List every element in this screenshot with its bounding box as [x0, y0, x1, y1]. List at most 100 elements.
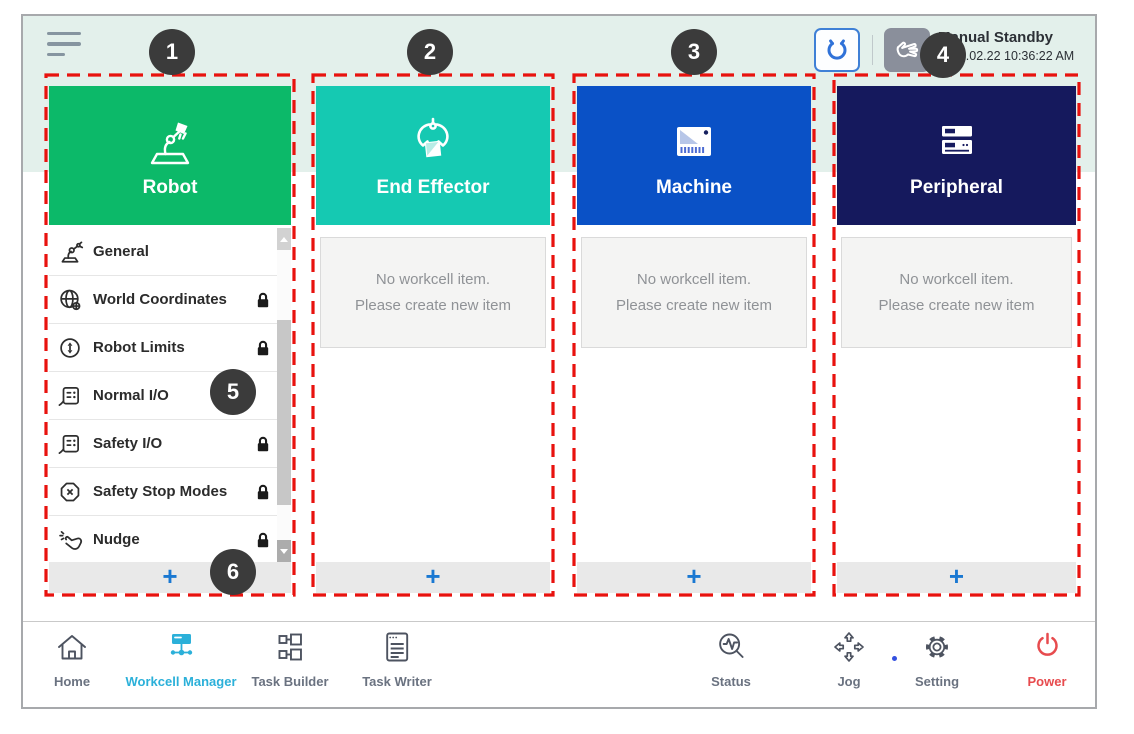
status-datetime: 2022.02.22 10:36:22 AM — [938, 49, 1075, 63]
nav-task-builder[interactable]: Task Builder — [251, 628, 329, 689]
blue-dot — [892, 656, 897, 661]
empty-state: No workcell item. Please create new item — [841, 237, 1072, 348]
annotation-badge-5: 5 — [210, 369, 256, 415]
power-icon — [1036, 632, 1058, 656]
nav-jog[interactable]: Jog — [830, 628, 868, 689]
list-item-label: Nudge — [93, 531, 140, 548]
workcell-manager-icon — [170, 634, 192, 656]
annotation-badge-4: 4 — [920, 32, 966, 78]
gripper-mode-button[interactable] — [814, 28, 860, 72]
robot-status: Manual Standby 2022.02.22 10:36:22 AM — [938, 29, 1108, 63]
annotation-badge-1: 1 — [149, 29, 195, 75]
nav-label: Jog — [837, 674, 861, 689]
world-coordinates-icon — [60, 289, 81, 310]
machine-category-header[interactable]: Machine — [577, 86, 811, 225]
empty-state: No workcell item. Please create new item — [320, 237, 546, 348]
annotation-badge-6: 6 — [210, 549, 256, 595]
app-window: Manual Standby 2022.02.22 10:36:22 AM Ro… — [21, 14, 1097, 709]
scroll-down-button[interactable] — [277, 540, 291, 562]
column-title: Peripheral — [910, 176, 1003, 198]
safety-io-icon — [58, 434, 79, 454]
nav-label: Task Builder — [251, 674, 329, 689]
empty-line2: Please create new item — [878, 296, 1035, 314]
nav-label: Setting — [914, 674, 960, 689]
list-item-label: World Coordinates — [93, 291, 227, 308]
list-item-general[interactable]: General — [49, 228, 277, 276]
scroll-up-button[interactable] — [277, 228, 291, 250]
hand-icon — [896, 41, 919, 58]
list-item-robot-limits[interactable]: Robot Limits — [49, 324, 277, 372]
add-peripheral-button[interactable]: + — [837, 562, 1076, 593]
list-item-safety-stop-modes[interactable]: Safety Stop Modes — [49, 468, 277, 516]
empty-line1: No workcell item. — [375, 270, 491, 288]
lock-icon — [257, 340, 269, 355]
column-title: End Effector — [376, 176, 490, 198]
triangle-down-icon — [280, 548, 288, 554]
plus-icon: + — [162, 561, 178, 591]
list-item-label: General — [93, 243, 149, 260]
status-mode-label: Manual Standby — [938, 29, 1054, 46]
topbar-divider — [872, 35, 873, 65]
jog-icon — [834, 632, 864, 662]
peripheral-icon — [941, 125, 972, 154]
robot-limits-icon — [60, 337, 80, 358]
scrollbar[interactable] — [277, 228, 291, 562]
nav-workcell-manager[interactable]: Workcell Manager — [125, 628, 237, 689]
nav-divider — [23, 621, 1095, 622]
machine-icon — [677, 126, 711, 156]
task-writer-icon — [386, 632, 408, 662]
annotation-badge-2: 2 — [407, 29, 453, 75]
lock-icon — [257, 484, 269, 499]
nav-task-writer[interactable]: Task Writer — [362, 628, 432, 689]
lock-icon — [257, 436, 269, 451]
empty-line2: Please create new item — [355, 296, 511, 314]
annotation-badge-3: 3 — [671, 29, 717, 75]
nav-label: Task Writer — [362, 674, 432, 689]
lock-icon — [257, 532, 269, 547]
gripper-icon — [827, 39, 847, 60]
robot-column: Robot General — [44, 73, 296, 597]
hamburger-menu-icon[interactable] — [47, 32, 87, 62]
nav-label: Workcell Manager — [125, 674, 237, 689]
column-title: Robot — [142, 176, 198, 198]
robot-arm-icon — [150, 122, 190, 164]
machine-column: Machine No workcell item. Please create … — [572, 73, 816, 597]
plus-icon: + — [686, 561, 702, 591]
triangle-up-icon — [280, 236, 288, 242]
lock-icon — [257, 292, 269, 307]
nav-status[interactable]: Status — [711, 628, 751, 689]
nav-setting[interactable]: Setting — [915, 628, 959, 689]
nav-label: Home — [53, 674, 91, 689]
empty-state: No workcell item. Please create new item — [581, 237, 807, 348]
robot-category-header[interactable]: Robot — [49, 86, 291, 225]
nav-label: Power — [1027, 674, 1067, 689]
plus-icon: + — [425, 561, 441, 591]
nav-label: Status — [711, 674, 751, 689]
nav-home[interactable]: Home — [53, 628, 91, 689]
empty-line2: Please create new item — [616, 296, 772, 314]
peripheral-category-header[interactable]: Peripheral — [837, 86, 1076, 225]
plus-icon: + — [948, 561, 965, 591]
empty-line1: No workcell item. — [636, 270, 752, 288]
end-effector-category-header[interactable]: End Effector — [316, 86, 550, 225]
column-title: Machine — [655, 176, 733, 198]
safety-stop-icon — [60, 482, 80, 501]
status-icon — [719, 633, 744, 658]
general-icon — [61, 240, 84, 263]
list-item-label: Robot Limits — [93, 339, 185, 356]
list-item-label: Safety I/O — [93, 435, 163, 452]
add-machine-button[interactable]: + — [577, 562, 811, 593]
nav-power[interactable]: Power — [1027, 628, 1067, 689]
list-item-safety-io[interactable]: Safety I/O — [49, 420, 277, 468]
scrollbar-thumb[interactable] — [277, 320, 291, 505]
task-builder-icon — [278, 633, 302, 661]
gear-icon — [926, 636, 948, 658]
add-end-effector-button[interactable]: + — [316, 562, 550, 593]
nudge-icon — [59, 530, 83, 550]
home-icon — [58, 635, 86, 660]
peripheral-column: Peripheral No workcell item. Please crea… — [832, 73, 1081, 597]
list-item-label: Safety Stop Modes — [93, 483, 228, 500]
list-item-world-coordinates[interactable]: World Coordinates — [49, 276, 277, 324]
gripper-tool-icon — [417, 117, 449, 157]
end-effector-column: End Effector No workcell item. Please cr… — [311, 73, 555, 597]
